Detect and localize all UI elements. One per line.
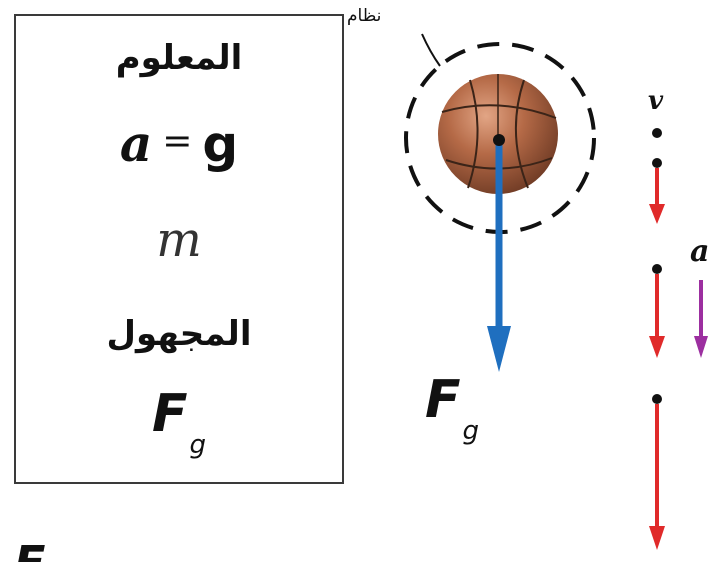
velocity-label: v xyxy=(648,86,663,116)
motion-dot xyxy=(652,128,662,138)
ball-force-symbol: F xyxy=(425,370,461,430)
motion-dot xyxy=(652,394,662,404)
system-label-leader xyxy=(422,34,440,66)
acceleration-arrow xyxy=(694,280,708,358)
acceleration-label: a xyxy=(690,234,708,269)
ball-force-subscript: g xyxy=(463,416,480,446)
motion-dot xyxy=(652,158,662,168)
velocity-arrow xyxy=(649,274,665,358)
motion-dot xyxy=(652,264,662,274)
velocity-arrow xyxy=(649,168,665,224)
ball-force-label: Fg xyxy=(425,370,479,446)
system-label: نظام xyxy=(347,6,381,26)
cut-off-force-symbol: F xyxy=(14,540,45,562)
velocity-arrow xyxy=(649,404,665,550)
